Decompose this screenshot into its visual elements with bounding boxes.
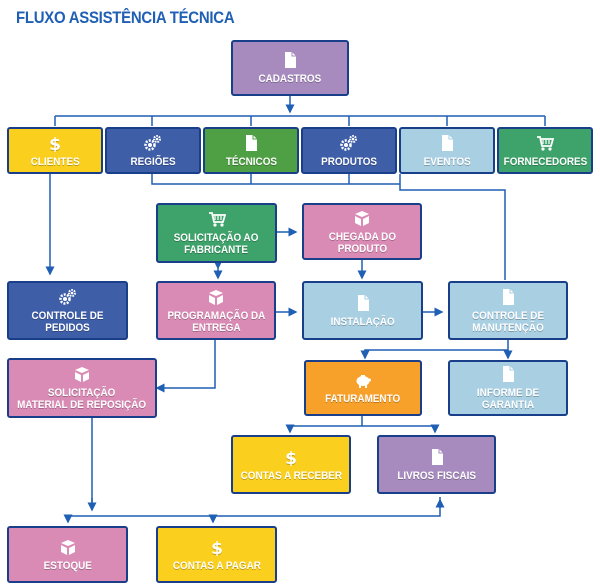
dollar-icon: $ [208, 538, 226, 556]
node-informe-garantia[interactable]: INFORME DE GARANTIA [448, 360, 568, 416]
node-label: FORNECEDORES [503, 155, 587, 168]
node-label: CADASTROS [258, 73, 322, 85]
svg-text:$: $ [285, 449, 297, 466]
node-controle-manutencao[interactable]: CONTROLE DE MANUTENÇÃO [448, 281, 568, 340]
diagram-title: FLUXO ASSISTÊNCIA TÉCNICA [16, 8, 235, 27]
node-clientes[interactable]: $ CLIENTES [7, 127, 103, 174]
node-tecnicos[interactable]: TÉCNICOS [203, 127, 299, 174]
node-label: CONTAS A RECEBER [240, 469, 342, 482]
dollar-icon: $ [282, 448, 300, 466]
cart-icon [208, 210, 226, 228]
gears-icon [58, 288, 77, 306]
node-produtos[interactable]: PRODUTOS [301, 127, 397, 174]
arrow-manutencao-branch [364, 338, 509, 356]
box-icon [59, 538, 77, 556]
node-label: CONTROLE DE PEDIDOS [31, 309, 104, 334]
line-categories-bottom [151, 174, 506, 280]
node-estoque[interactable]: ESTOQUE [7, 526, 128, 583]
gears-icon [340, 134, 358, 152]
document-icon [499, 365, 517, 383]
document-icon [281, 51, 299, 69]
node-contas-pagar[interactable]: $ CONTAS A PAGAR [156, 526, 277, 583]
node-label: CONTROLE DE MANUTENÇÃO [471, 309, 545, 334]
node-cadastros[interactable]: CADASTROS [231, 40, 349, 96]
line-faturamento-split [290, 416, 435, 427]
node-label: CHEGADA DO PRODUTO [328, 230, 396, 255]
node-chegada-produto[interactable]: CHEGADA DO PRODUTO [302, 203, 422, 260]
document-icon [438, 134, 456, 152]
gears-icon [144, 134, 162, 152]
node-regioes[interactable]: REGIÕES [105, 127, 201, 174]
node-label: PRODUTOS [321, 155, 377, 168]
node-label: LIVROS FISCAIS [397, 469, 476, 482]
line-cadastros-bus [54, 115, 546, 126]
node-solicitacao-fabricante[interactable]: SOLICITAÇÃO AO FABRICANTE [156, 203, 277, 263]
piggy-bank-icon [354, 371, 372, 389]
node-label: INSTALAÇÃO [330, 315, 395, 328]
line-bottom-bus [68, 497, 441, 517]
node-programacao-entrega[interactable]: PROGRAMAÇÃO DA ENTREGA [156, 281, 276, 340]
node-label: EVENTOS [423, 155, 471, 168]
document-icon [354, 294, 372, 312]
cart-icon [536, 134, 554, 152]
node-label: CLIENTES [30, 155, 80, 168]
node-label: FATURAMENTO [325, 393, 401, 405]
node-label: PROGRAMAÇÃO DA ENTREGA [167, 309, 265, 334]
node-eventos[interactable]: EVENTOS [399, 127, 495, 174]
node-label: REGIÕES [130, 155, 176, 168]
node-fornecedores[interactable]: FORNECEDORES [497, 127, 593, 174]
arrow-programacao-material [155, 340, 216, 393]
node-label: ESTOQUE [43, 559, 92, 572]
node-solicitacao-material[interactable]: SOLICITAÇÃO MATERIAL DE REPOSIÇÃO [7, 358, 157, 418]
box-icon [73, 365, 91, 383]
node-label: INFORME DE GARANTIA [476, 387, 540, 411]
svg-text:$: $ [49, 135, 61, 152]
node-controle-pedidos[interactable]: CONTROLE DE PEDIDOS [7, 281, 128, 340]
node-label: SOLICITAÇÃO AO FABRICANTE [174, 232, 259, 256]
document-icon [242, 134, 260, 152]
node-faturamento[interactable]: FATURAMENTO [304, 360, 422, 416]
node-label: TÉCNICOS [225, 155, 277, 168]
document-icon [499, 288, 517, 306]
node-label: SOLICITAÇÃO MATERIAL DE REPOSIÇÃO [17, 387, 147, 411]
box-icon [353, 209, 371, 227]
dollar-icon: $ [46, 134, 64, 152]
node-instalacao[interactable]: INSTALAÇÃO [302, 281, 423, 340]
node-contas-receber[interactable]: $ CONTAS A RECEBER [231, 435, 351, 494]
node-livros-fiscais[interactable]: LIVROS FISCAIS [377, 435, 496, 494]
box-icon [207, 288, 225, 306]
document-icon [428, 448, 446, 466]
node-label: CONTAS A PAGAR [172, 559, 261, 572]
svg-text:$: $ [211, 539, 223, 556]
